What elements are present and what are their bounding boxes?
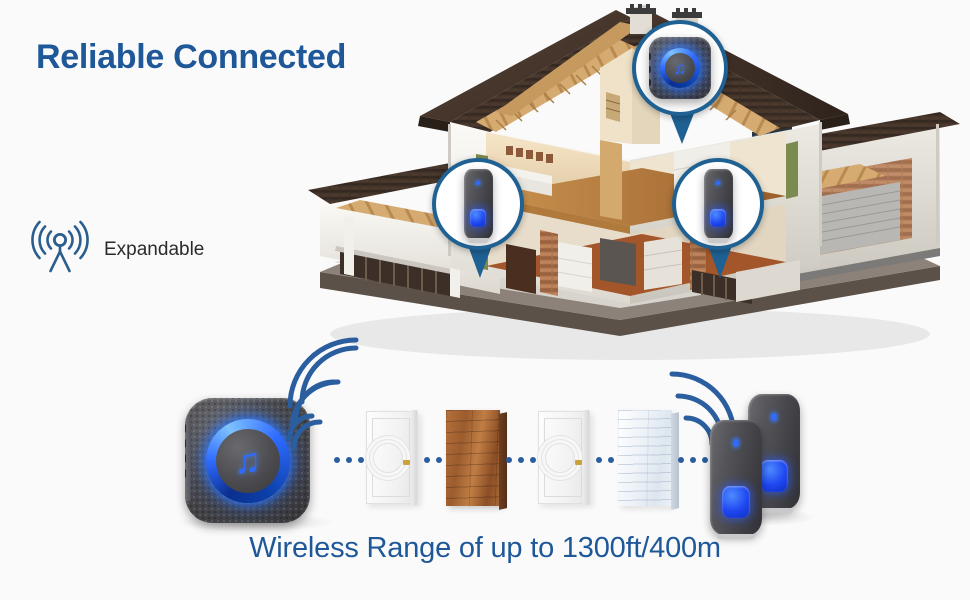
pin-bubble: ♫ — [632, 20, 728, 116]
doorbell-button-front[interactable] — [710, 420, 762, 539]
brown-brick-wall — [446, 410, 507, 510]
chime-led-ring: ♫ — [660, 48, 700, 88]
doorbell-led-icon — [733, 439, 739, 447]
map-pin-doorbell-left[interactable] — [432, 158, 528, 286]
map-pin-chime-roof[interactable]: ♫ — [632, 20, 732, 152]
chime-signal-waves-outer — [286, 337, 366, 451]
expandable-label: Expandable — [104, 238, 205, 260]
doorbell-push-button[interactable] — [760, 460, 788, 492]
signal-dot — [436, 457, 442, 463]
white-panel-door — [538, 410, 590, 505]
pin-bubble — [672, 158, 764, 250]
obstacle-door-1 — [366, 410, 418, 505]
chime-ring-inner: ♫ — [215, 428, 280, 493]
door-edge — [583, 410, 589, 505]
doorbell-push-button[interactable] — [722, 486, 750, 518]
door-panel-frame — [372, 418, 410, 497]
wireless-range-caption: Wireless Range of up to 1300ft/400m — [249, 532, 721, 564]
expandable-badge: Expandable — [30, 218, 204, 281]
obstacle-door-2 — [538, 410, 590, 505]
door-circular-groove — [373, 442, 403, 473]
chime-side-ports — [649, 46, 653, 88]
music-note-icon: ♫ — [673, 58, 687, 78]
signal-dot — [530, 457, 536, 463]
signal-dot — [608, 457, 614, 463]
signal-dot — [690, 457, 696, 463]
white-panel-door — [366, 410, 418, 505]
chime-led-ring: ♫ — [205, 418, 290, 503]
doorbell-led-icon — [476, 181, 480, 185]
signal-dot — [334, 457, 340, 463]
door-edge — [411, 410, 417, 505]
doorbell-push-button — [470, 209, 486, 227]
doorbell-led-icon — [716, 181, 720, 185]
signal-dots-3 — [506, 457, 536, 463]
signal-dots-1 — [334, 457, 364, 463]
chime-receiver[interactable]: ♫ — [185, 398, 310, 523]
doorbell-base — [755, 508, 793, 513]
house-cutaway-illustration — [300, 4, 960, 364]
doorbell-button-pin — [703, 169, 733, 243]
pin-bubble — [432, 158, 524, 250]
door-panel-frame — [544, 418, 582, 497]
doorbell-base — [717, 534, 755, 539]
door-handle-icon — [574, 460, 582, 466]
wireless-range-scene: ♫ — [0, 337, 970, 539]
map-pin-doorbell-right[interactable] — [672, 158, 768, 286]
chime-receiver-pin: ♫ — [649, 37, 711, 99]
signal-dot — [358, 457, 364, 463]
music-note-icon: ♫ — [234, 439, 261, 481]
chime-ring-inner: ♫ — [665, 53, 695, 83]
signal-dot — [518, 457, 524, 463]
door-handle-icon — [402, 460, 410, 466]
page-title: Reliable Connected — [36, 38, 347, 76]
signal-dot — [424, 457, 430, 463]
doorbell-base — [707, 238, 729, 243]
doorbell-button-pin — [463, 169, 493, 243]
broadcast-antenna-icon — [30, 218, 90, 281]
chime-side-ports — [185, 418, 191, 501]
signal-dots-5 — [678, 457, 708, 463]
doorbell-push-button — [710, 209, 726, 227]
doorbell-led-icon — [771, 413, 777, 421]
door-circular-groove — [545, 442, 575, 473]
signal-dot — [506, 457, 512, 463]
white-brick-wall — [618, 410, 679, 510]
signal-dot — [596, 457, 602, 463]
doorbell-base — [467, 238, 489, 243]
signal-dot — [346, 457, 352, 463]
signal-dot — [702, 457, 708, 463]
obstacle-wall-wood — [446, 410, 507, 510]
obstacle-wall-white — [618, 410, 679, 510]
signal-dot — [678, 457, 684, 463]
